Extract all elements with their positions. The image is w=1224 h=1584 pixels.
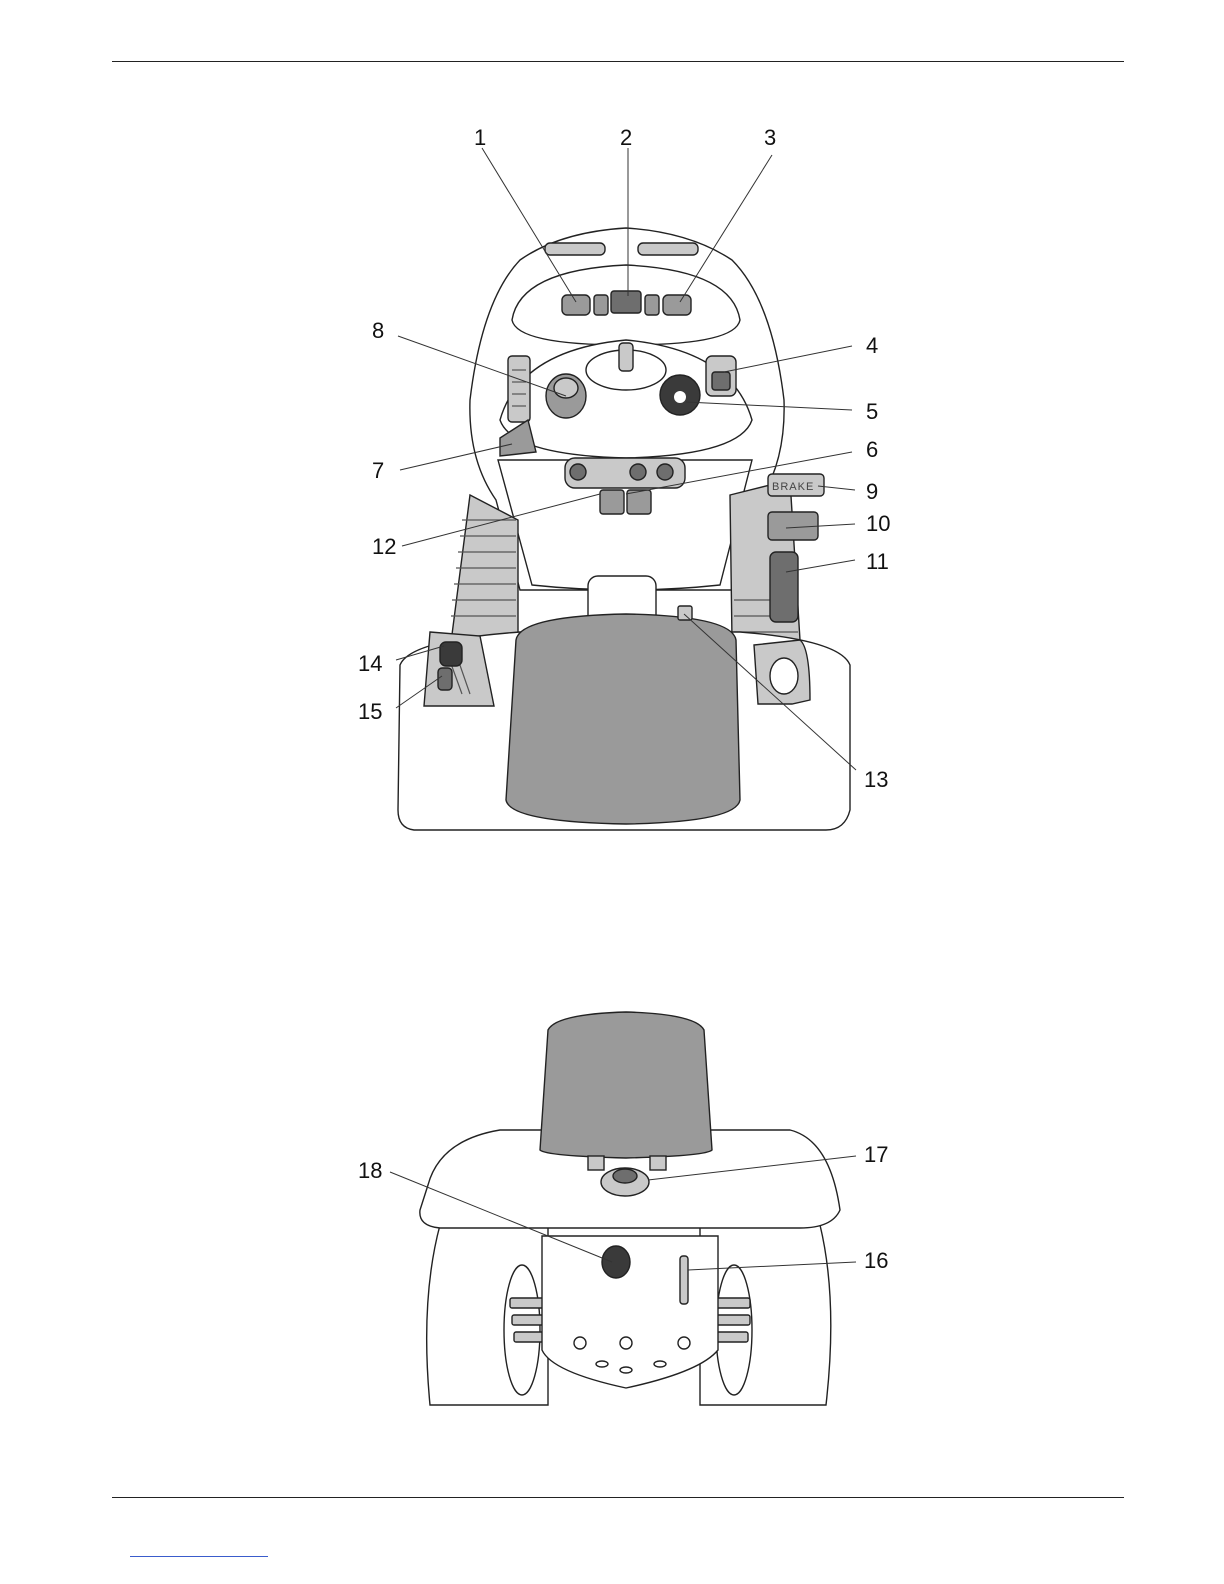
controls-figure: BRAKE 1 2 3 4 5 6 7 8 9 10 11 12 13 14 1… (0, 100, 1224, 860)
seat (506, 614, 740, 824)
side-scale (508, 356, 530, 422)
header-rule (112, 61, 1124, 62)
callout-15: 15 (358, 699, 382, 724)
lamp-mid-left (594, 295, 608, 315)
callout-1: 1 (474, 125, 486, 150)
callout-6: 6 (866, 437, 878, 462)
callout-14: 14 (358, 651, 382, 676)
oil-filter (602, 1246, 630, 1278)
seat-spring-left (588, 1156, 604, 1170)
parking-brake-pedal (600, 490, 624, 514)
gear-shifter (438, 668, 452, 690)
headlight-left (545, 243, 605, 255)
forward-pedal (770, 552, 798, 622)
dipstick (680, 1256, 688, 1304)
callout-17: 17 (864, 1142, 888, 1167)
callout-10: 10 (866, 511, 890, 536)
cutting-height-lever (678, 606, 692, 620)
rear-view-figure: 16 17 18 (0, 1000, 1224, 1420)
callout-9: 9 (866, 479, 878, 504)
callout-12: 12 (372, 534, 396, 559)
footer-link-underline[interactable] (130, 1556, 268, 1557)
callout-16: 16 (864, 1248, 888, 1273)
callout-13: 13 (864, 767, 888, 792)
callout-4: 4 (866, 333, 878, 358)
callout-3: 3 (764, 125, 776, 150)
callout-18: 18 (358, 1158, 382, 1183)
steering-shaft (619, 343, 633, 371)
headlight-right (638, 243, 698, 255)
hour-meter (611, 291, 641, 313)
lamp-left (562, 295, 590, 315)
seat-spring-right (650, 1156, 666, 1170)
seat-backrest (540, 1012, 712, 1158)
brake-label: BRAKE (772, 481, 814, 493)
callout-2: 2 (620, 125, 632, 150)
lamp-right (663, 295, 691, 315)
callout-7: 7 (372, 458, 384, 483)
callout-11: 11 (866, 549, 889, 574)
footer-rule (112, 1497, 1124, 1498)
lamp-mid-right (645, 295, 659, 315)
callout-5: 5 (866, 399, 878, 424)
reverse-pedal (768, 512, 818, 540)
gear-knob (440, 642, 462, 666)
callout-8: 8 (372, 318, 384, 343)
